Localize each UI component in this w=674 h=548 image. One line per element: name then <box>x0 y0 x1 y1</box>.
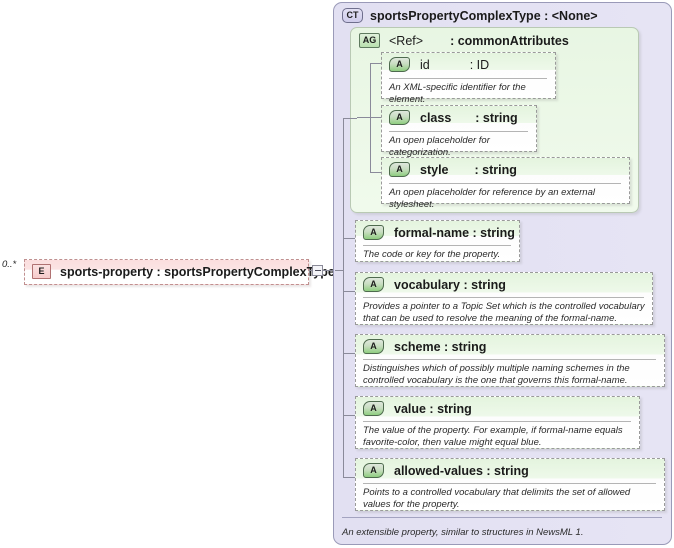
attribute-header: A formal-name : string <box>363 225 515 240</box>
complextype-title: sportsPropertyComplexType : <None> <box>370 8 598 23</box>
attribute-header: A style : string <box>389 162 517 177</box>
attribute-card-scheme[interactable]: A scheme : string Distinguishes which of… <box>355 334 665 387</box>
attribute-divider <box>363 245 511 246</box>
attribute-header: A vocabulary : string <box>363 277 506 292</box>
attribute-divider <box>363 359 656 360</box>
attribute-documentation: The code or key for the property. <box>363 249 501 260</box>
element-node-header: E sports-property : sportsPropertyComple… <box>32 264 335 279</box>
attribute-badge-icon: A <box>363 225 384 240</box>
connector-line <box>335 270 343 271</box>
attribute-badge-icon: A <box>363 277 384 292</box>
attribute-documentation: An XML-specific identifier for the eleme… <box>389 82 526 105</box>
connector-line <box>309 270 313 271</box>
attribute-type: : string <box>475 110 518 125</box>
complextype-header: CT sportsPropertyComplexType : <None> <box>342 8 598 23</box>
attributegroup-header: AG <Ref> : commonAttributes <box>359 33 569 48</box>
connector-line <box>370 172 382 173</box>
complextype-footer-divider <box>342 517 662 518</box>
attribute-card-id[interactable]: A id : ID An XML-specific identifier for… <box>381 52 556 105</box>
attribute-documentation: An open placeholder for categorization. <box>389 135 490 158</box>
connector-line <box>357 117 370 118</box>
attributegroup-ref-label: <Ref> <box>389 33 424 48</box>
element-badge-icon: E <box>32 264 51 279</box>
connector-line <box>343 477 355 478</box>
attribute-documentation: Distinguishes which of possibly multiple… <box>363 363 630 386</box>
attribute-divider <box>389 78 547 79</box>
attribute-name: scheme : string <box>394 339 487 354</box>
connector-line <box>370 117 382 118</box>
element-node-label: sports-property : sportsPropertyComplexT… <box>60 264 335 279</box>
attribute-name: allowed-values : string <box>394 463 529 478</box>
attribute-card-vocabulary[interactable]: A vocabulary : string Provides a pointer… <box>355 272 653 325</box>
attribute-name: vocabulary : string <box>394 277 506 292</box>
attribute-badge-icon: A <box>389 110 410 125</box>
connector-line <box>343 353 355 354</box>
cardinality-label: 0..* <box>2 259 17 270</box>
attribute-card-value[interactable]: A value : string The value of the proper… <box>355 396 640 449</box>
attribute-name: value : string <box>394 401 472 416</box>
attribute-type: : ID <box>469 57 490 72</box>
expand-collapse-toggle[interactable] <box>312 265 323 276</box>
attribute-header: A allowed-values : string <box>363 463 529 478</box>
attribute-divider <box>363 421 631 422</box>
attribute-name: class <box>420 110 452 125</box>
attribute-documentation: An open placeholder for reference by an … <box>389 187 595 210</box>
complextype-badge-icon: CT <box>342 8 363 23</box>
attribute-badge-icon: A <box>363 463 384 478</box>
connector-line <box>370 63 371 173</box>
attribute-header: A value : string <box>363 401 472 416</box>
attribute-type: : string <box>474 162 517 177</box>
connector-line <box>343 415 355 416</box>
attribute-documentation: Points to a controlled vocabulary that d… <box>363 487 631 510</box>
attribute-card-formal-name[interactable]: A formal-name : string The code or key f… <box>355 220 520 262</box>
attribute-name: style <box>420 162 449 177</box>
attribute-card-style[interactable]: A style : string An open placeholder for… <box>381 157 630 210</box>
attribute-badge-icon: A <box>363 401 384 416</box>
connector-line <box>343 291 355 292</box>
connector-line <box>343 238 355 239</box>
attributegroup-badge-icon: AG <box>359 33 380 48</box>
connector-line <box>343 118 357 119</box>
attribute-divider <box>363 483 656 484</box>
attribute-badge-icon: A <box>389 162 410 177</box>
attribute-card-allowed-values[interactable]: A allowed-values : string Points to a co… <box>355 458 665 511</box>
attribute-divider <box>389 183 621 184</box>
attribute-header: A class : string <box>389 110 518 125</box>
attributegroup-name: : commonAttributes <box>450 33 569 48</box>
attribute-badge-icon: A <box>363 339 384 354</box>
attribute-header: A scheme : string <box>363 339 486 354</box>
element-node-sports-property[interactable]: E sports-property : sportsPropertyComple… <box>24 259 335 285</box>
attribute-documentation: Provides a pointer to a Topic Set which … <box>363 301 645 324</box>
attribute-header: A id : ID <box>389 57 489 72</box>
attribute-name: id <box>420 57 430 72</box>
attribute-divider <box>363 297 644 298</box>
attribute-divider <box>389 131 528 132</box>
attribute-card-class[interactable]: A class : string An open placeholder for… <box>381 105 537 158</box>
connector-line <box>370 63 382 64</box>
attribute-documentation: The value of the property. For example, … <box>363 425 623 448</box>
connector-line <box>343 118 344 478</box>
connector-line <box>323 270 335 271</box>
attribute-badge-icon: A <box>389 57 410 72</box>
attribute-name: formal-name : string <box>394 225 515 240</box>
complextype-documentation: An extensible property, similar to struc… <box>342 526 584 538</box>
